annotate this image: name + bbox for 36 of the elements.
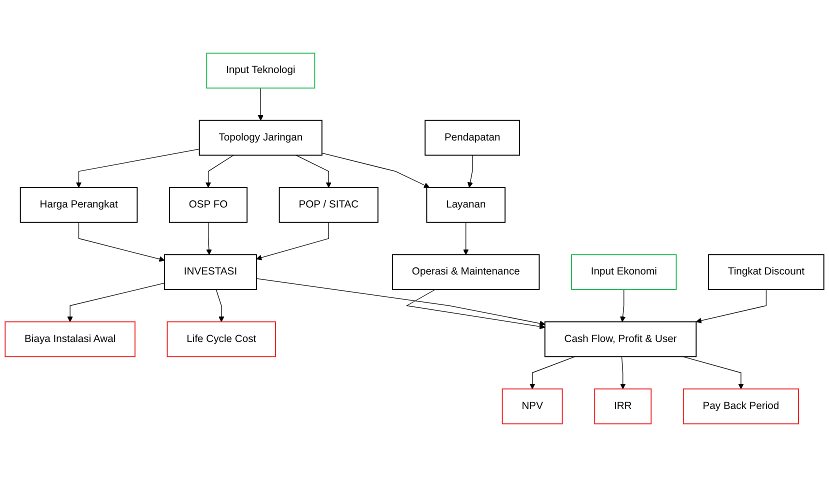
arrow: [530, 356, 576, 390]
arrow: [620, 356, 626, 390]
arrow: [206, 222, 212, 255]
node-box: Pay Back Period: [682, 388, 799, 424]
arrow: [76, 148, 200, 188]
arrow: [256, 278, 546, 326]
arrow: [205, 154, 234, 188]
arrow: [406, 289, 546, 330]
arrow: [322, 152, 430, 188]
arrow: [256, 222, 329, 260]
node-box: Input Teknologi: [206, 52, 316, 89]
node-box: POP / SITAC: [278, 187, 378, 223]
node-box: Harga Perangkat: [20, 187, 138, 223]
arrow: [67, 282, 165, 322]
node-box: Life Cycle Cost: [166, 321, 276, 358]
node-box: Input Ekonomi: [571, 254, 677, 290]
node-box: Tingkat Discount: [708, 254, 824, 290]
arrow: [296, 154, 332, 188]
node-box: Topology Jaringan: [198, 120, 322, 156]
arrow: [467, 154, 473, 188]
node-box: Pendapatan: [424, 120, 520, 156]
arrow: [258, 88, 264, 121]
arrow: [682, 356, 744, 390]
node-box: NPV: [502, 388, 563, 424]
arrow: [463, 222, 469, 255]
node-box: IRR: [594, 388, 652, 424]
node-box: Biaya Instalasi Awal: [4, 321, 136, 358]
node-box: Layanan: [426, 187, 506, 223]
node-box: OSP FO: [168, 187, 248, 223]
node-box: Operasi & Maintenance: [392, 254, 540, 290]
arrow: [620, 289, 626, 322]
node-box: Cash Flow, Profit & User: [544, 321, 697, 358]
arrow: [696, 289, 767, 324]
arrow: [78, 222, 165, 262]
arrow: [216, 289, 224, 322]
node-box: INVESTASI: [164, 254, 257, 290]
